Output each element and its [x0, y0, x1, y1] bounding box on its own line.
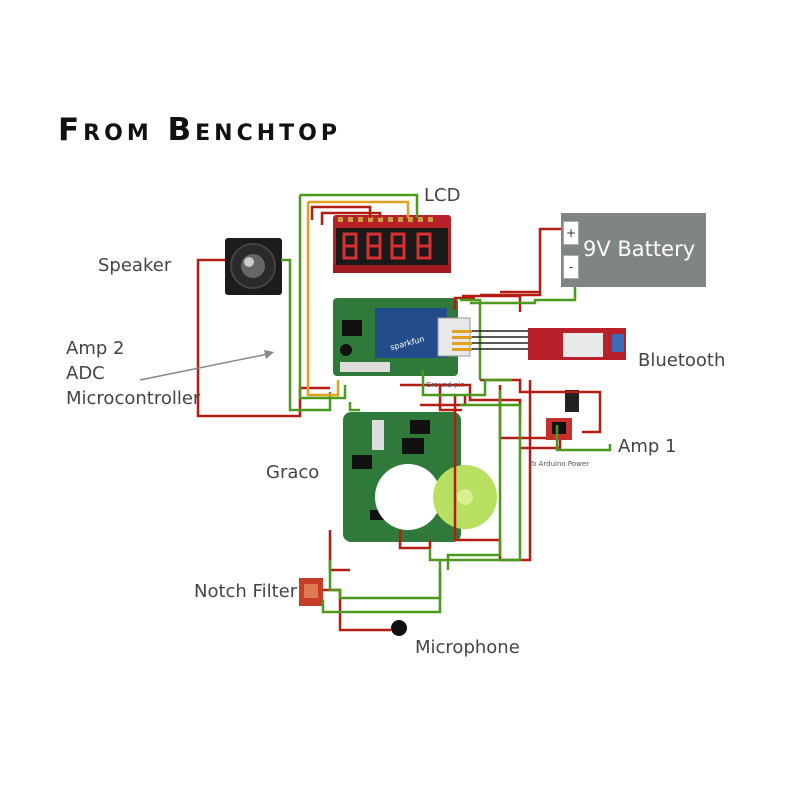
- ground-pin-note: Ground pin: [426, 381, 465, 389]
- microcontroller-board: sparkfun: [333, 298, 472, 376]
- battery-plus-terminal: +: [563, 221, 579, 245]
- lcd-label: LCD: [424, 185, 461, 206]
- graco-label: Graco: [266, 462, 320, 483]
- arduino-power-note: To Arduino Power: [529, 460, 590, 468]
- battery-minus-terminal: -: [563, 255, 579, 279]
- battery-label: 9V Battery: [583, 237, 696, 261]
- green-wires: [281, 193, 612, 614]
- microphone-label: Microphone: [415, 637, 520, 658]
- amp2-label: Amp 2: [66, 338, 125, 359]
- bluetooth-label: Bluetooth: [638, 350, 726, 371]
- signal-wires: [472, 330, 528, 350]
- notch-filter-label: Notch Filter: [194, 581, 298, 602]
- speaker: [225, 238, 282, 295]
- lcd-module: [333, 215, 451, 273]
- 9v-battery: + - 9V Battery: [561, 213, 706, 287]
- notch-filter-board: [299, 578, 323, 606]
- amp1-label: Amp 1: [618, 436, 677, 457]
- graco-board: [343, 412, 497, 542]
- page-title: From Benchtop: [58, 112, 341, 148]
- bluetooth-module: [528, 328, 626, 360]
- yellow-wires: [306, 200, 410, 397]
- speaker-label: Speaker: [98, 255, 172, 276]
- pointer-arrow: [139, 350, 274, 381]
- microcontroller-label: Microcontroller: [66, 388, 201, 409]
- microphone-capsule: [391, 620, 407, 636]
- adc-label: ADC: [66, 363, 105, 384]
- amp1-board: [546, 390, 579, 440]
